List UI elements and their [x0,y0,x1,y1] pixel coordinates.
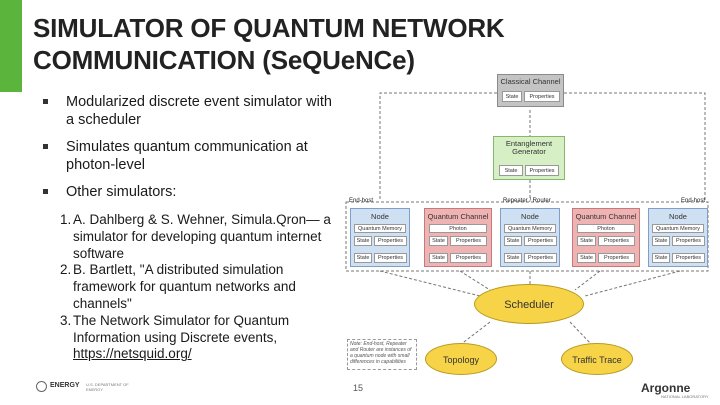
bullet-list: Modularized discrete event simulator wit… [40,93,340,210]
bullet-item: Simulates quantum communication at photo… [40,138,340,174]
diagram-note: Note: End-host, Repeater and Router are … [347,339,417,370]
netsquid-link[interactable]: https://netsquid.org/ [73,346,192,362]
bullet-item: Other simulators: [40,183,340,201]
quantum-channel-left-box: Quantum Channel Photon State Properties … [424,208,492,267]
title-line-2: COMMUNICATION (SeQUeNCe) [33,45,415,75]
accent-bar [0,0,22,92]
slide-title: SIMULATOR OF QUANTUM NETWORK COMMUNICATI… [33,12,593,76]
end-host-left-label: End-host [349,198,374,204]
node-mid-box: Node Quantum Memory State Properties Sta… [500,208,560,267]
bullet-item: Modularized discrete event simulator wit… [40,93,340,129]
node-right-box: Node Quantum Memory State Properties Sta… [648,208,708,267]
argonne-logo: Argonne [641,381,691,395]
doe-seal-icon [36,381,47,392]
end-host-right-label: End-host [681,198,706,204]
entanglement-generator-box: Entanglement Generator State Properties [493,136,565,180]
page-number: 15 [353,383,364,393]
reference-item: 3.The Network Simulator for Quantum Info… [60,312,290,362]
reference-list: 1.A. Dahlberg & S. Wehner, Simula.Qron— … [60,212,335,363]
quantum-channel-right-box: Quantum Channel Photon State Properties … [572,208,640,267]
bullet-square-icon [43,99,48,104]
reference-item: 1.A. Dahlberg & S. Wehner, Simula.Qron— … [60,212,331,261]
bullet-square-icon [43,189,48,194]
node-left-box: Node Quantum Memory State Properties Sta… [350,208,410,267]
scheduler-ellipse: Scheduler [474,284,584,324]
argonne-subtitle: NATIONAL LABORATORY [661,394,709,399]
doe-logo: ENERGY U.S. DEPARTMENT OF ENERGY [36,381,146,393]
reference-item: 2.B. Bartlett, "A distributed simulation… [60,262,296,311]
title-line-1: SIMULATOR OF QUANTUM NETWORK [33,13,505,43]
topology-ellipse: Topology [425,343,497,375]
bullet-square-icon [43,144,48,149]
repeater-router-label: Repeater / Router [503,198,551,204]
traffic-trace-ellipse: Traffic Trace [561,343,633,375]
classical-channel-box: Classical Channel State Properties [497,74,564,107]
